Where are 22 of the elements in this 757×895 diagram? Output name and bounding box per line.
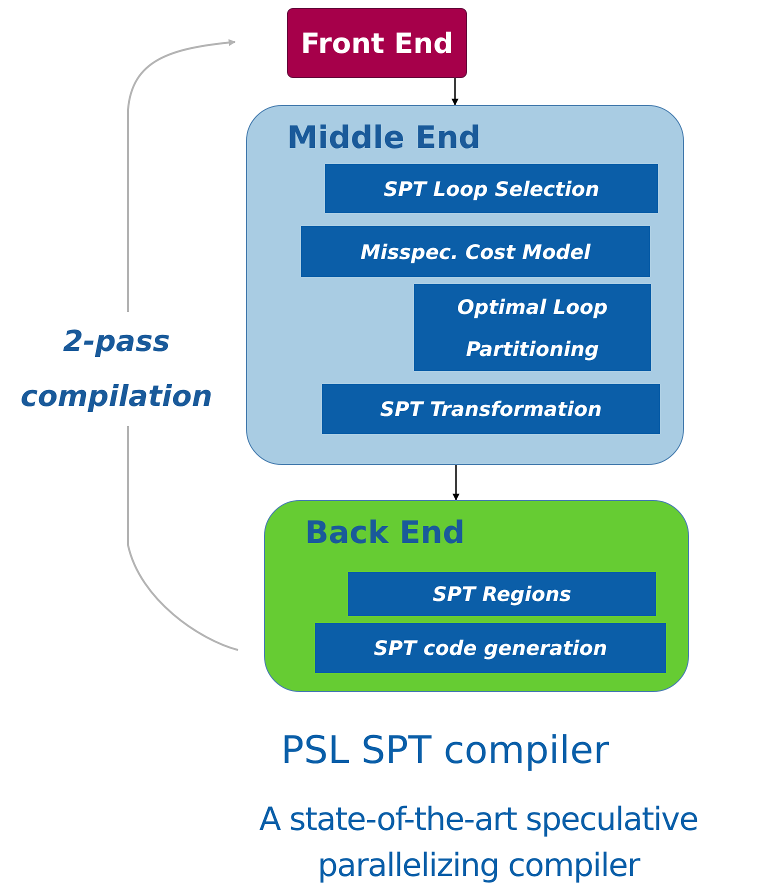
step-label: SPT code generation: [372, 635, 608, 662]
step-box: [414, 284, 651, 371]
stage-title: Back End: [305, 515, 465, 551]
step-box: [301, 226, 650, 277]
stage-box: [287, 8, 467, 78]
title: PSL SPT compiler: [280, 728, 610, 772]
stage-title: Middle End: [287, 120, 481, 156]
step-label: Misspec. Cost Model: [359, 238, 592, 266]
step-box: [322, 384, 660, 434]
step-box: [348, 572, 656, 616]
stage-panel: [264, 500, 689, 692]
stage-panel: [246, 105, 684, 465]
caption: A state-of-the-art speculative parallelizing compiler: [258, 799, 699, 886]
step-label: SPT Regions: [432, 581, 572, 608]
step-label: SPT Loop Selection: [382, 176, 600, 202]
step-label: Optimal Loop Partitioning: [456, 294, 609, 362]
step-box: [325, 164, 658, 213]
step-label: SPT Transformation: [379, 396, 603, 423]
arrow: [452, 78, 458, 106]
stage-title: Front End: [300, 26, 454, 60]
step-box: [315, 623, 666, 673]
arrow: [452, 465, 460, 501]
